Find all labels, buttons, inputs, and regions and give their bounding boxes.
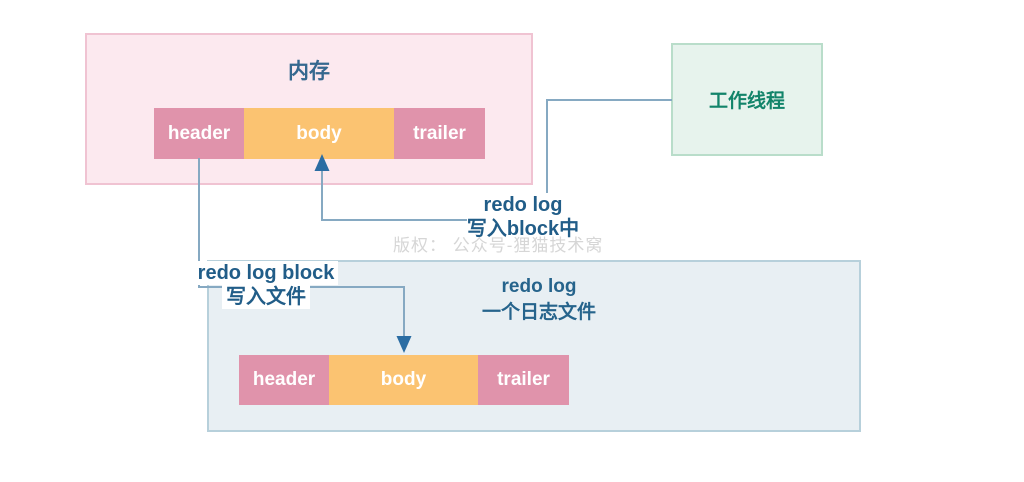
memory-box-title: 内存: [288, 60, 330, 83]
memory-box: 内存 header body trailer: [85, 33, 533, 185]
annotation-write-to-file-line2: 写入文件: [222, 285, 310, 309]
annotation-write-to-block-line1: redo log: [483, 194, 563, 216]
log-file-title-line1: redo log: [501, 276, 577, 297]
copyright-watermark: 版权： 公众号-狸猫技术窝: [393, 236, 604, 255]
file-block-body: body: [329, 355, 478, 405]
annotation-write-to-block-line2: 写入block中: [466, 218, 580, 240]
file-block-row: header body trailer: [239, 355, 569, 405]
annotation-write-to-file-line1: redo log block: [193, 261, 339, 285]
log-file-title-line2: 一个日志文件: [481, 302, 596, 323]
annotation-write-to-block: redo log 写入block中: [448, 193, 598, 241]
worker-thread-box: 工作线程: [671, 43, 823, 156]
log-file-title: redo log 一个日志文件: [439, 274, 639, 326]
connector-worker-to-label: [546, 99, 672, 193]
memory-block-trailer: trailer: [394, 108, 485, 159]
annotation-write-to-file: redo log block 写入文件: [190, 261, 342, 309]
memory-block-row: header body trailer: [154, 108, 485, 159]
worker-thread-title: 工作线程: [708, 91, 785, 112]
file-block-trailer: trailer: [478, 355, 569, 405]
memory-block-header: header: [154, 108, 244, 159]
file-block-header: header: [239, 355, 329, 405]
memory-block-body: body: [244, 108, 394, 159]
log-file-box: redo log 一个日志文件 header body trailer: [207, 260, 861, 432]
